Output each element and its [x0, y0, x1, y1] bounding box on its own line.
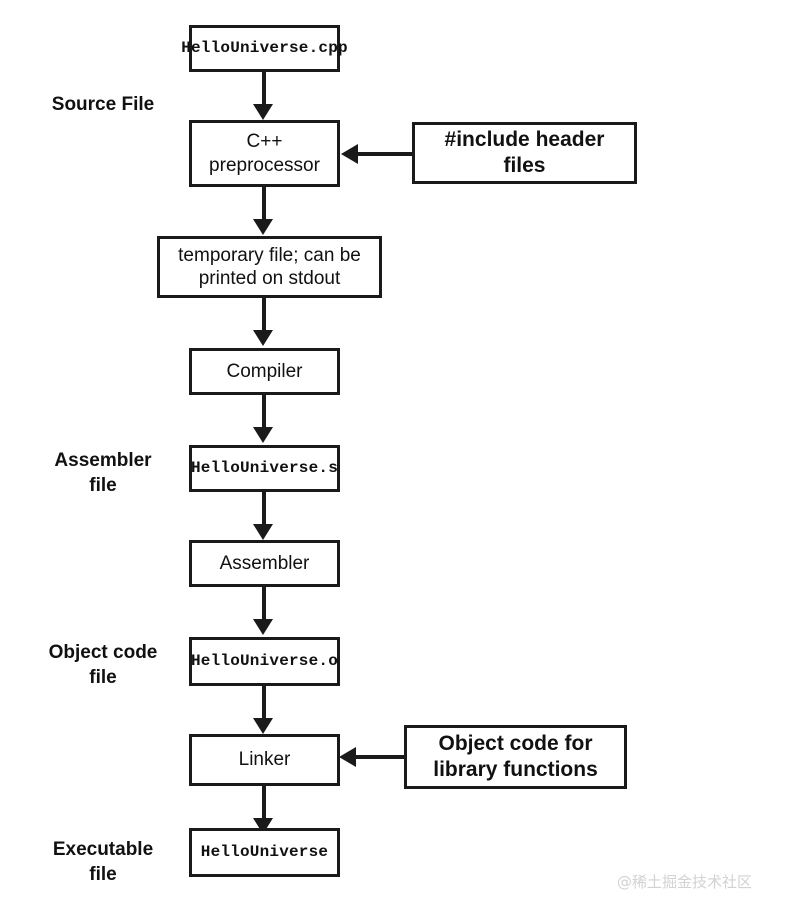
edge-preprocessor-to-tempfile	[262, 187, 266, 225]
edge-linker-to-executable	[262, 786, 266, 824]
edge-compiler-to-asm	[262, 395, 266, 433]
node-linker[interactable]: Linker	[189, 734, 340, 786]
node-include-header-files[interactable]: #include header files	[412, 122, 637, 184]
node-object-code-library[interactable]: Object code for library functions	[404, 725, 627, 789]
watermark-text: @稀土掘金技术社区	[617, 873, 753, 891]
arrowhead-library-to-linker	[339, 747, 356, 767]
stage-label-object-code-file: Object code file	[48, 642, 158, 689]
stage-label-executable-file: Executable file	[52, 839, 154, 886]
node-hello-universe-s[interactable]: HelloUniverse.s	[189, 445, 340, 492]
node-compiler[interactable]: Compiler	[189, 348, 340, 395]
stage-label-assembler-file: Assembler file	[54, 450, 152, 497]
edge-asm-to-assembler	[262, 492, 266, 530]
arrowhead-preprocessor-to-tempfile	[253, 219, 273, 235]
arrowhead-include-to-preprocessor	[341, 144, 358, 164]
node-assembler[interactable]: Assembler	[189, 540, 340, 587]
stage-label-source-file: Source File	[51, 94, 155, 115]
edge-cpp-to-preprocessor	[262, 72, 266, 110]
edge-include-to-preprocessor	[358, 152, 414, 156]
node-hello-universe-cpp[interactable]: HelloUniverse.cpp	[181, 25, 348, 72]
arrowhead-obj-to-linker	[253, 718, 273, 734]
arrowhead-tempfile-to-compiler	[253, 330, 273, 346]
node-temporary-file[interactable]: temporary file; can be printed on stdout	[157, 236, 382, 298]
arrowhead-assembler-to-obj	[253, 619, 273, 635]
edge-obj-to-linker	[262, 686, 266, 724]
node-cpp-preprocessor[interactable]: C++ preprocessor	[189, 120, 340, 187]
arrowhead-asm-to-assembler	[253, 524, 273, 540]
arrowhead-compiler-to-asm	[253, 427, 273, 443]
edge-assembler-to-obj	[262, 587, 266, 625]
edge-library-to-linker	[356, 755, 406, 759]
node-hello-universe-executable[interactable]: HelloUniverse	[189, 828, 340, 877]
arrowhead-cpp-to-preprocessor	[253, 104, 273, 120]
node-hello-universe-o[interactable]: HelloUniverse.o	[189, 637, 340, 686]
edge-tempfile-to-compiler	[262, 298, 266, 336]
